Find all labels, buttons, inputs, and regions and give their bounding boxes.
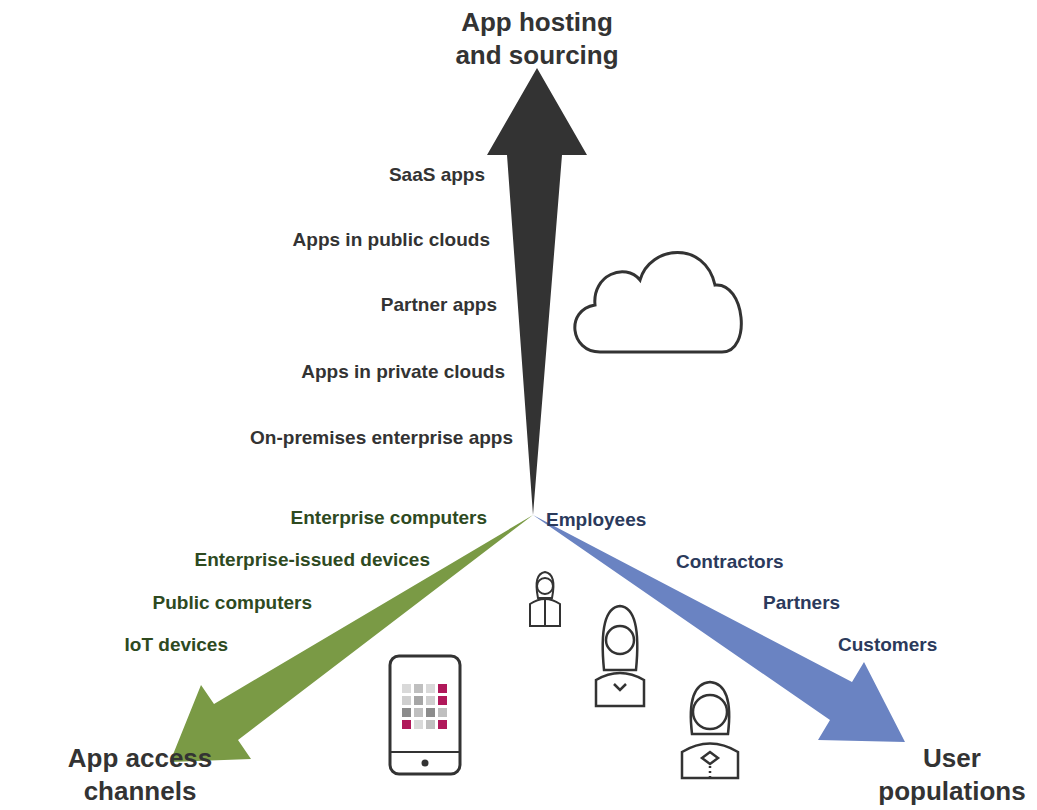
axis-item: Enterprise-issued devices	[195, 548, 431, 572]
axis-item: Customers	[838, 633, 937, 657]
screen-tile	[414, 684, 423, 693]
screen-tile	[414, 708, 423, 717]
axis-title: User populations	[872, 742, 1032, 807]
axis-item: Apps in private clouds	[301, 360, 505, 384]
screen-tile	[402, 696, 411, 705]
axis-item: Partners	[763, 591, 840, 615]
axis-item: Employees	[546, 508, 646, 532]
axis-item: Apps in public clouds	[293, 228, 490, 252]
screen-tile	[402, 720, 411, 729]
axis-item: SaaS apps	[389, 163, 485, 187]
screen-tile	[426, 684, 435, 693]
axis-item: On-premises enterprise apps	[250, 426, 513, 450]
screen-tile	[438, 708, 447, 717]
person-icon	[530, 572, 560, 626]
person-icon	[596, 606, 644, 706]
screen-tile	[438, 684, 447, 693]
axis-item: Enterprise computers	[291, 506, 487, 530]
axis-title: App hosting and sourcing	[440, 6, 635, 71]
axis-item: Partner apps	[381, 293, 497, 317]
screen-tile	[426, 708, 435, 717]
screen-tile	[426, 696, 435, 705]
screen-tile	[402, 684, 411, 693]
phone-icon	[390, 656, 460, 774]
screen-tile	[438, 696, 447, 705]
axis-title: App access channels	[30, 742, 250, 807]
screen-tile	[402, 708, 411, 717]
screen-tile	[414, 720, 423, 729]
cloud-icon	[575, 253, 741, 353]
axis-item: IoT devices	[125, 633, 229, 657]
users-arrow	[533, 515, 905, 742]
person-icon	[682, 682, 738, 778]
axis-item: Contractors	[676, 550, 784, 574]
screen-tile	[414, 696, 423, 705]
screen-tile	[426, 720, 435, 729]
screen-tile	[438, 720, 447, 729]
axis-item: Public computers	[153, 591, 312, 615]
